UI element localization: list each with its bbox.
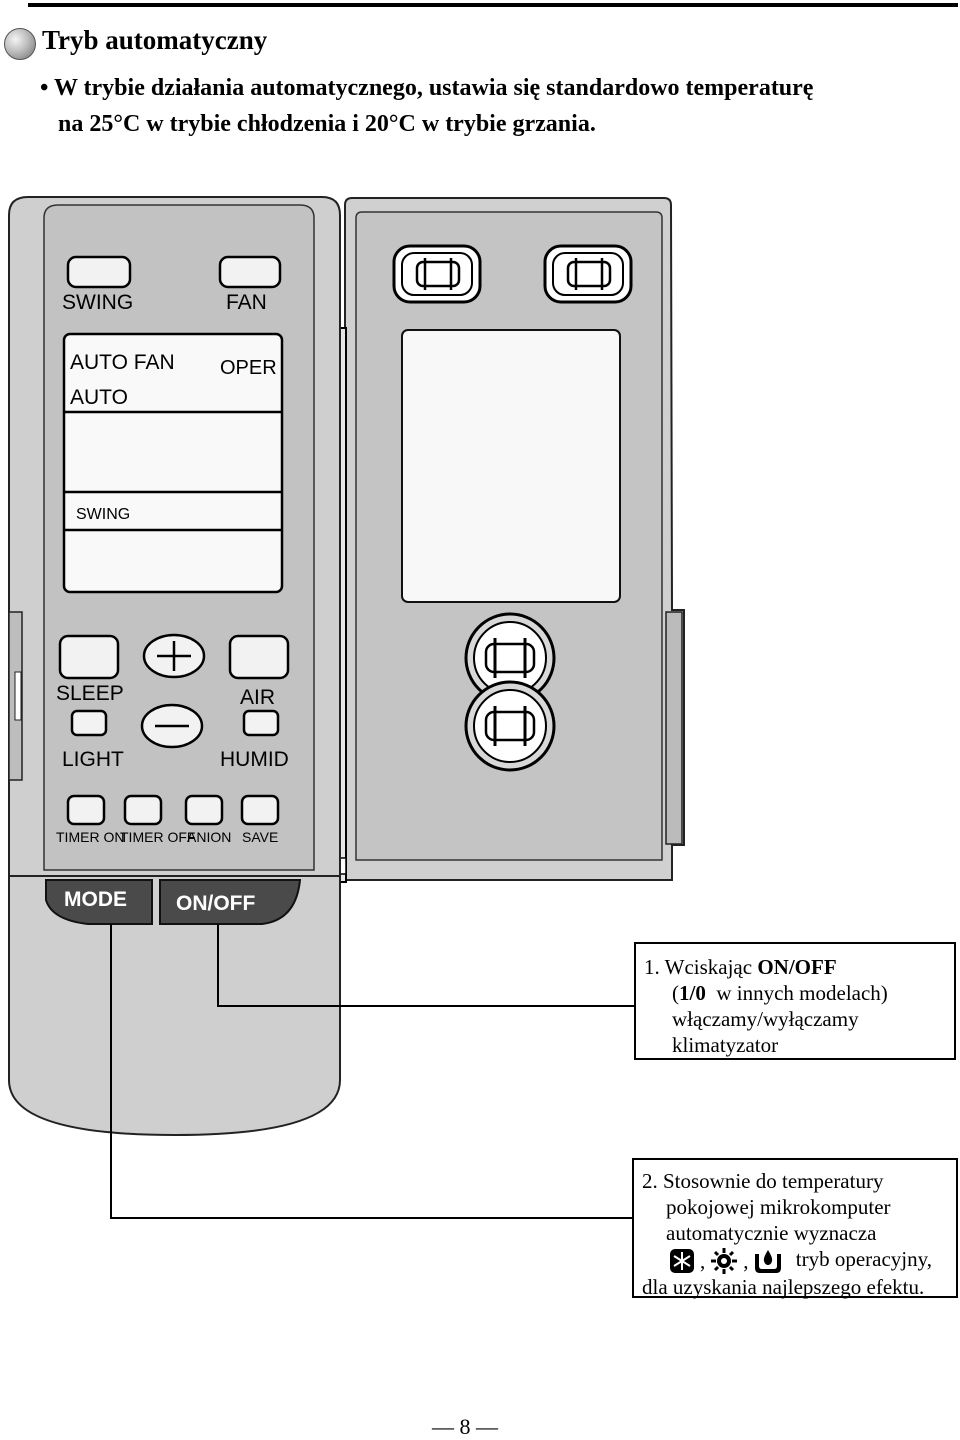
sleep-button[interactable]	[58, 634, 120, 680]
sun-icon	[711, 1248, 738, 1275]
water-drop-icon	[754, 1250, 781, 1274]
anion-button[interactable]	[184, 794, 224, 826]
battery-contact-icon	[464, 612, 556, 772]
sleep-button-label: SLEEP	[56, 682, 124, 705]
humid-button-label: HUMID	[220, 748, 289, 771]
callout-2-line5: dla uzyskania najlepszego efektu.	[642, 1275, 925, 1300]
battery-latch-icon	[392, 244, 482, 304]
callout-2-line3: automatycznie wyznacza	[666, 1221, 877, 1245]
anion-label: ANION	[187, 829, 231, 845]
swing-button-label: SWING	[62, 291, 133, 314]
remote-lid	[344, 197, 685, 881]
onoff-button[interactable]	[159, 879, 302, 925]
snowflake-icon	[670, 1249, 694, 1274]
mode-button[interactable]	[45, 879, 153, 925]
lcd-swing: SWING	[76, 506, 130, 523]
lcd-display: AUTO FAN OPER AUTO SWING	[62, 332, 284, 594]
callout-1-line2-rest: w innych modelach)	[705, 981, 888, 1005]
mode-button-label: MODE	[64, 888, 127, 911]
lcd-auto-fan: AUTO FAN	[70, 351, 175, 374]
page-number: — 8 —	[432, 1414, 498, 1439]
fan-button[interactable]	[218, 255, 282, 289]
callout-1-line2-key: 1/0	[679, 981, 706, 1005]
save-label: SAVE	[242, 829, 278, 845]
timer-off-button[interactable]	[123, 794, 163, 826]
air-button[interactable]	[228, 634, 290, 680]
swing-button[interactable]	[66, 255, 132, 289]
temp-down-button[interactable]	[140, 703, 204, 749]
callout-1-line2-open: (	[672, 981, 679, 1005]
callout-2-line1: 2. Stosownie do temperatury	[642, 1169, 884, 1193]
callout-2-line2: pokojowej mikrokomputer	[666, 1195, 891, 1219]
air-button-label: AIR	[240, 686, 275, 709]
lcd-auto: AUTO	[70, 386, 128, 409]
callout-1-line3: włączamy/wyłączamy	[672, 1007, 859, 1031]
battery-latch-icon	[543, 244, 633, 304]
timer-on-button[interactable]	[66, 794, 106, 826]
callout-2-line4-rest: tryb operacyjny,	[795, 1247, 933, 1271]
top-rule	[28, 3, 958, 7]
callout-1-leader	[217, 924, 634, 1007]
callout-1-line4: klimatyzator	[672, 1033, 779, 1057]
timer-on-label: TIMER ON	[56, 829, 124, 845]
section-title: Tryb automatyczny	[42, 25, 268, 55]
lid-window	[401, 329, 621, 603]
humid-button[interactable]	[242, 709, 280, 737]
callout-mode: 2. Stosownie do temperatury pokojowej mi…	[632, 1158, 958, 1300]
temp-up-button[interactable]	[142, 633, 206, 679]
bullet-line-2: na 25°C w trybie chłodzenia i 20°C w try…	[58, 111, 596, 137]
callout-2-leader	[110, 924, 632, 1219]
callout-onoff: 1. Wciskając ON/OFF (1/0 w innych modela…	[634, 942, 956, 1060]
callout-1-prefix: 1. Wciskając	[644, 955, 758, 979]
bullet-paragraph: • W trybie działania automatycznego, ust…	[40, 70, 813, 142]
light-button-label: LIGHT	[62, 748, 124, 771]
section-bullet-icon	[4, 28, 36, 60]
onoff-button-label: ON/OFF	[176, 892, 255, 915]
lcd-oper: OPER	[220, 357, 277, 379]
callout-1-key: ON/OFF	[757, 955, 837, 979]
save-button[interactable]	[240, 794, 280, 826]
fan-button-label: FAN	[226, 291, 267, 314]
timer-off-label: TIMER OFF	[120, 829, 195, 845]
bullet-line-1: • W trybie działania automatycznego, ust…	[40, 75, 814, 101]
light-button[interactable]	[70, 709, 108, 737]
